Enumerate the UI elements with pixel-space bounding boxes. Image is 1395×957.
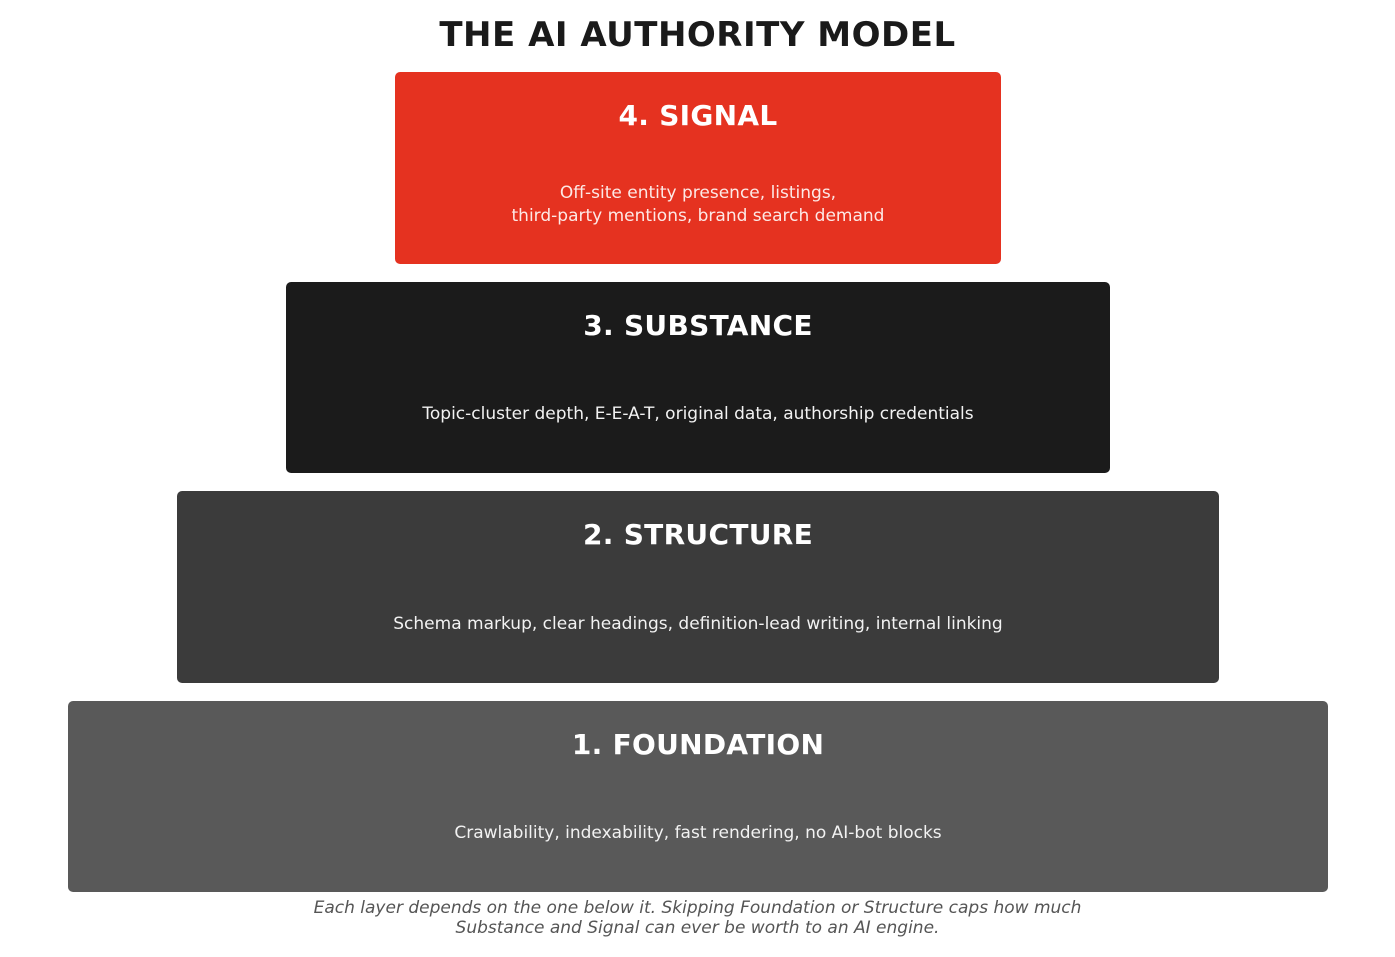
layer-foundation: 1. FOUNDATION Crawlability, indexability… <box>68 701 1328 892</box>
layer-heading: 3. SUBSTANCE <box>583 309 813 342</box>
layer-description: Off-site entity presence, listings, thir… <box>511 183 885 226</box>
layer-description: Schema markup, clear headings, definitio… <box>393 614 1003 634</box>
layer-description: Crawlability, indexability, fast renderi… <box>454 823 942 843</box>
layer-signal: 4. SIGNAL Off-site entity presence, list… <box>395 72 1001 264</box>
layer-heading: 2. STRUCTURE <box>582 518 814 551</box>
layer-heading: 4. SIGNAL <box>618 99 778 132</box>
layer-structure: 2. STRUCTURE Schema markup, clear headin… <box>177 491 1219 683</box>
diagram-title: THE AI AUTHORITY MODEL <box>439 15 956 55</box>
footnote: Each layer depends on the one below it. … <box>313 898 1082 938</box>
layer-substance: 3. SUBSTANCE Topic-cluster depth, E-E-A-… <box>286 282 1110 473</box>
layer-description: Topic-cluster depth, E-E-A-T, original d… <box>422 404 974 424</box>
layer-heading: 1. FOUNDATION <box>571 728 825 761</box>
